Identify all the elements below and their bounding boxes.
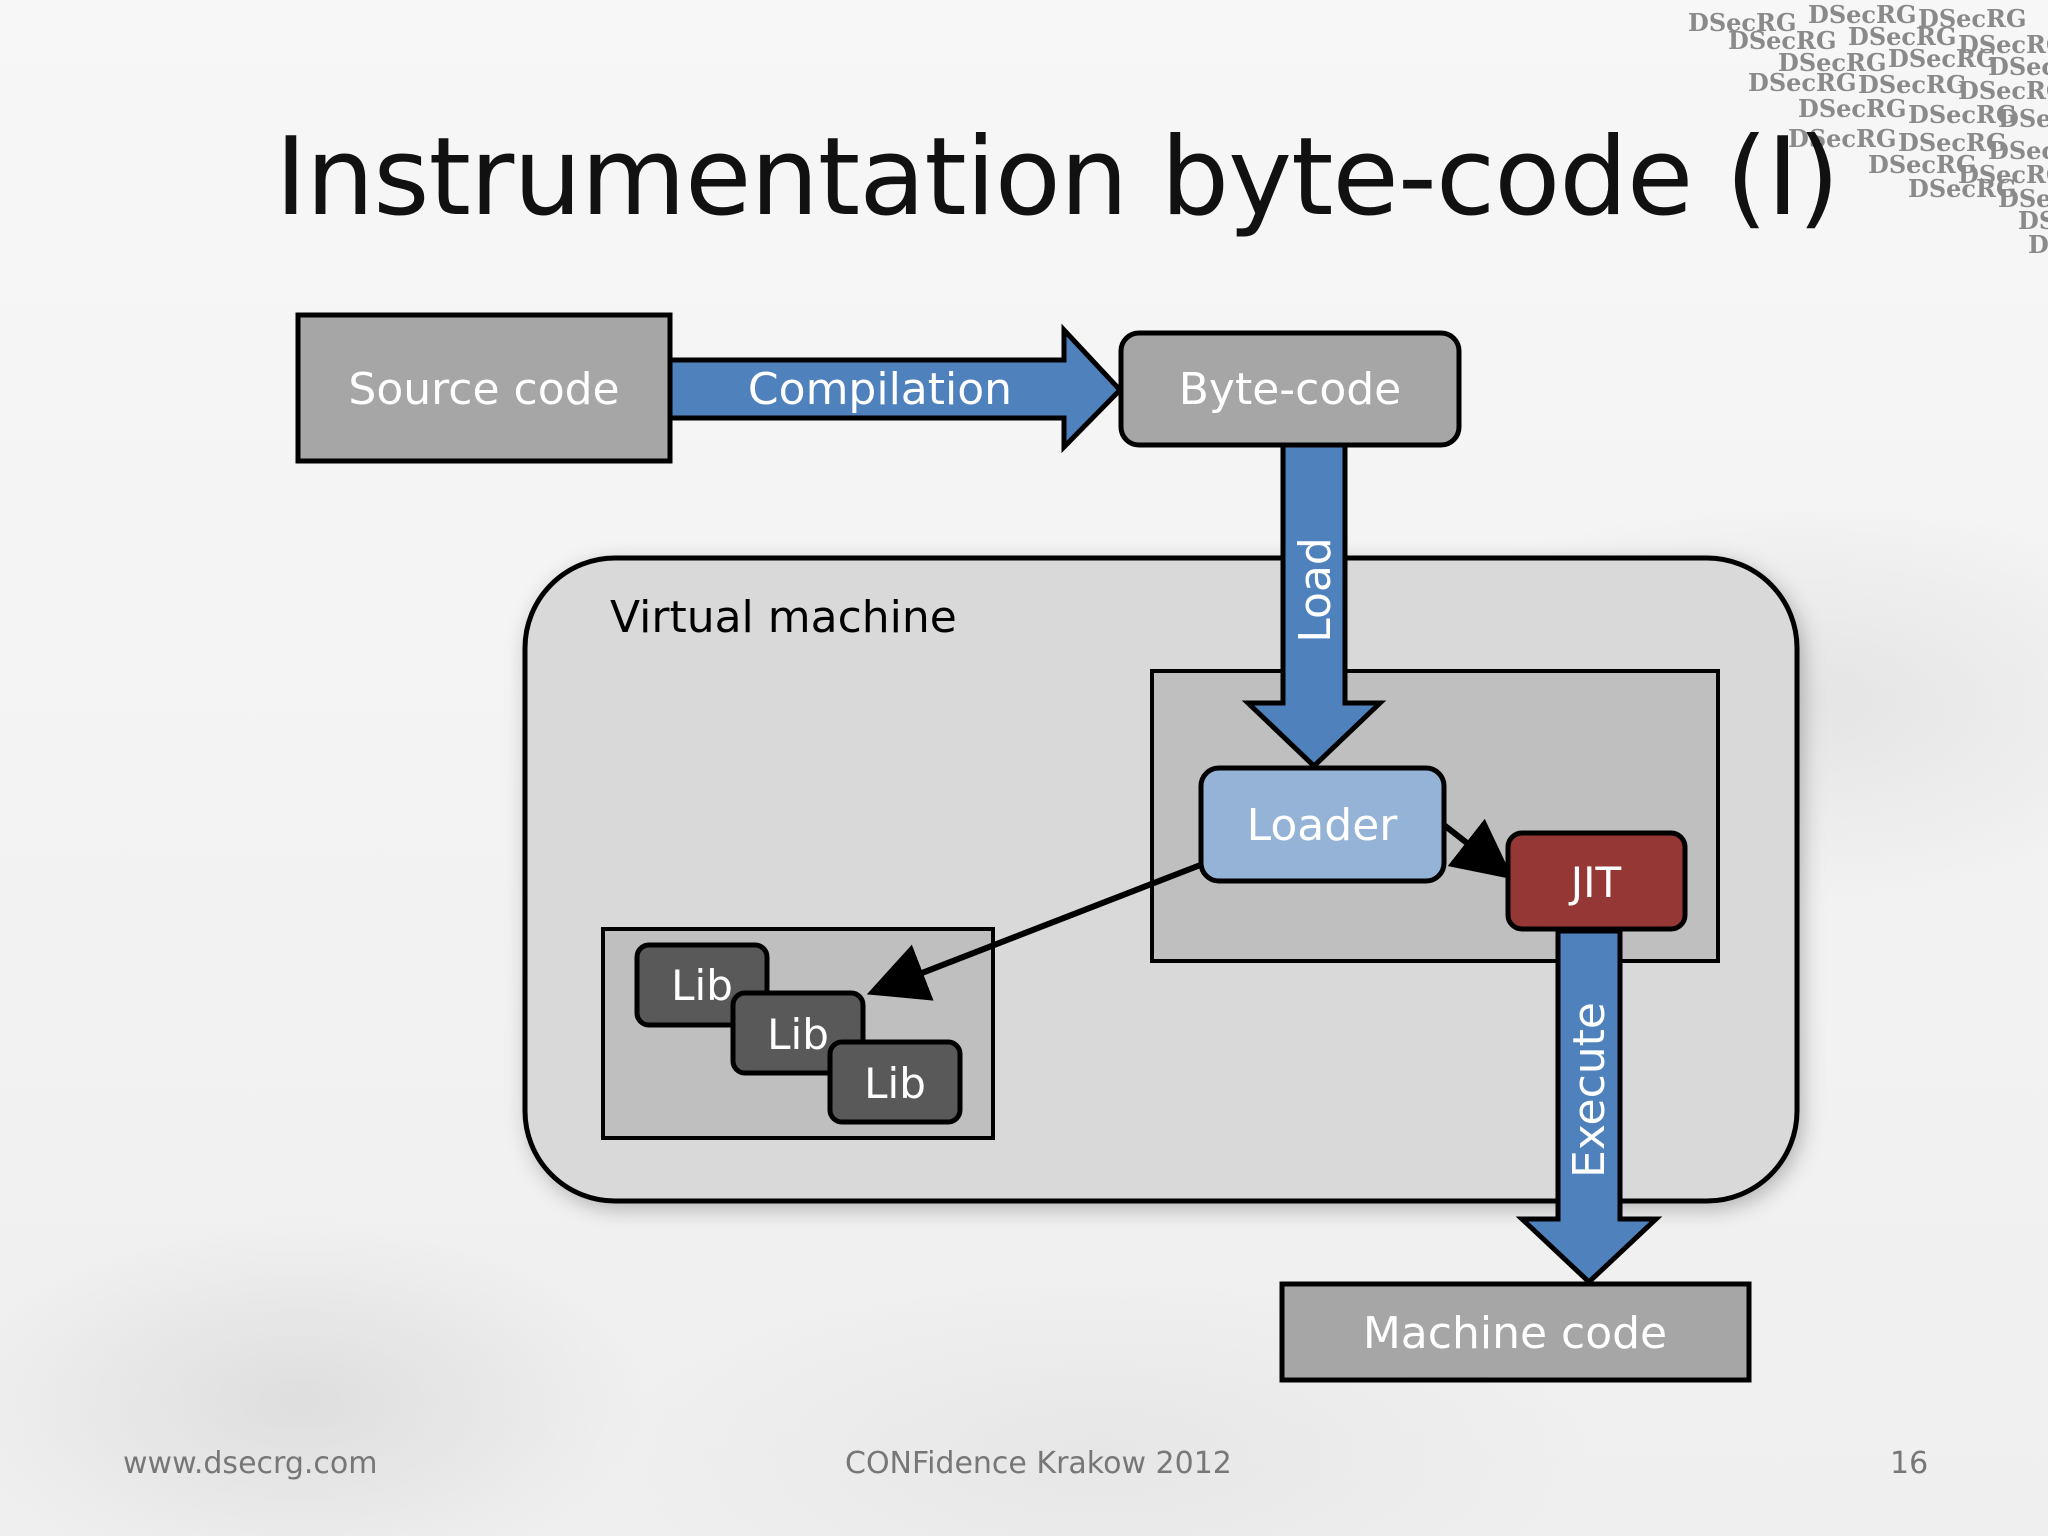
execute-label: Execute [1564,1002,1615,1178]
compilation-arrow: Compilation [667,323,1124,454]
compilation-label: Compilation [748,364,1012,415]
slide-title: Instrumentation byte-code (I) [275,115,1840,240]
load-arrow: Load [1241,442,1387,770]
loader-label: Loader [1247,800,1399,851]
jit-label: JIT [1568,858,1622,907]
byte-code-box: Byte-code [1118,330,1462,448]
jit-box: JIT [1505,830,1688,932]
lib-label-3: Lib [864,1059,926,1108]
lib-label-1: Lib [671,961,733,1010]
loader-box: Loader [1198,765,1447,884]
slide-number: 16 [1890,1446,1929,1481]
machine-code-label: Machine code [1363,1308,1667,1359]
source-code-label: Source code [348,364,619,415]
loader-to-jit-connector [1442,818,1514,880]
machine-code-box: Machine code [1279,1281,1752,1383]
load-label: Load [1290,537,1341,643]
dsecrg-watermark-logo: DSecRG DSecRG DSecRG DSecRG DSecRG DSecR… [1688,0,2048,259]
execute-arrow: Execute [1515,928,1663,1286]
footer-event: CONFidence Krakow 2012 [845,1446,1232,1481]
loader-to-lib-connector [866,861,1205,1001]
byte-code-label: Byte-code [1179,364,1402,415]
source-code-box: Source code [295,312,673,464]
footer-website: www.dsecrg.com [123,1446,378,1481]
lib-label-2: Lib [767,1010,829,1059]
virtual-machine-label: Virtual machine [610,592,957,643]
lib-box-3: Lib [827,1039,963,1125]
